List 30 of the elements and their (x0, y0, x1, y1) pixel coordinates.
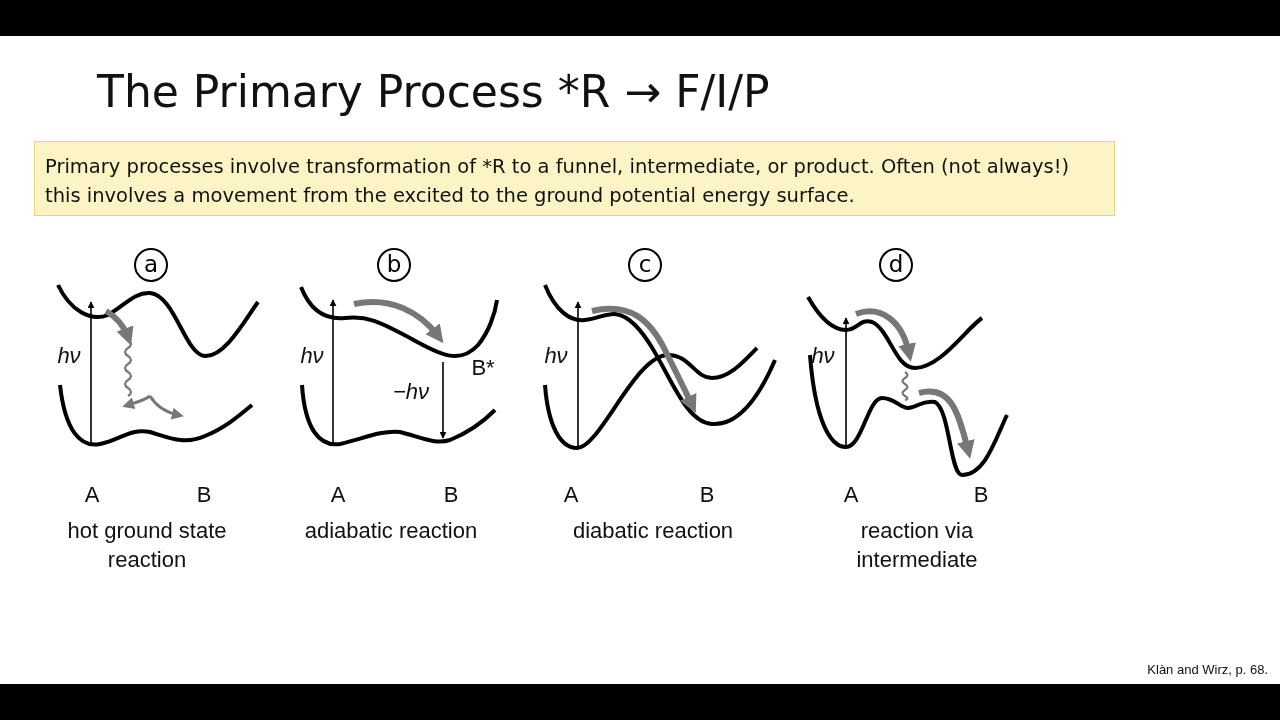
citation: Klàn and Wirz, p. 68. (1147, 661, 1268, 678)
reaction-type-label: reaction via intermediate (855, 517, 979, 574)
state-label: A (330, 482, 346, 508)
state-label: B (699, 482, 715, 508)
state-label: B (973, 482, 989, 508)
photon-energy-label: −hν (392, 379, 430, 405)
photon-energy-label: hν (544, 343, 568, 369)
reaction-type-label: hot ground state reaction (66, 517, 228, 574)
photon-energy-label: hν (811, 343, 835, 369)
panel-letter-circle (628, 248, 662, 282)
panel-letter: d (888, 251, 904, 276)
note-box (34, 141, 1115, 216)
panel-letter: a (143, 251, 159, 276)
panel-letter: b (386, 251, 402, 276)
state-label: A (84, 482, 100, 508)
panel-letter-circle (134, 248, 168, 282)
panel-letter-circle (377, 248, 411, 282)
panel-letter-circle (879, 248, 913, 282)
photon-energy-label: hν (57, 343, 81, 369)
photon-energy-label: hν (300, 343, 324, 369)
state-label: B (443, 482, 459, 508)
note-text: Primary processes involve transformation of *R to a funnel, intermediate, or product. Often (not always!) this involves a movement from the excited to the ground potential energy surface. (45, 154, 1071, 209)
panel-letter: c (638, 251, 652, 276)
reaction-type-label: adiabatic reaction (303, 517, 479, 545)
state-label: B (196, 482, 212, 508)
slide-title: The Primary Process *R → F/I/P (97, 66, 770, 117)
state-label: A (843, 482, 859, 508)
reaction-type-label: diabatic reaction (571, 517, 735, 545)
state-label: A (563, 482, 579, 508)
state-label: B* (471, 355, 495, 381)
